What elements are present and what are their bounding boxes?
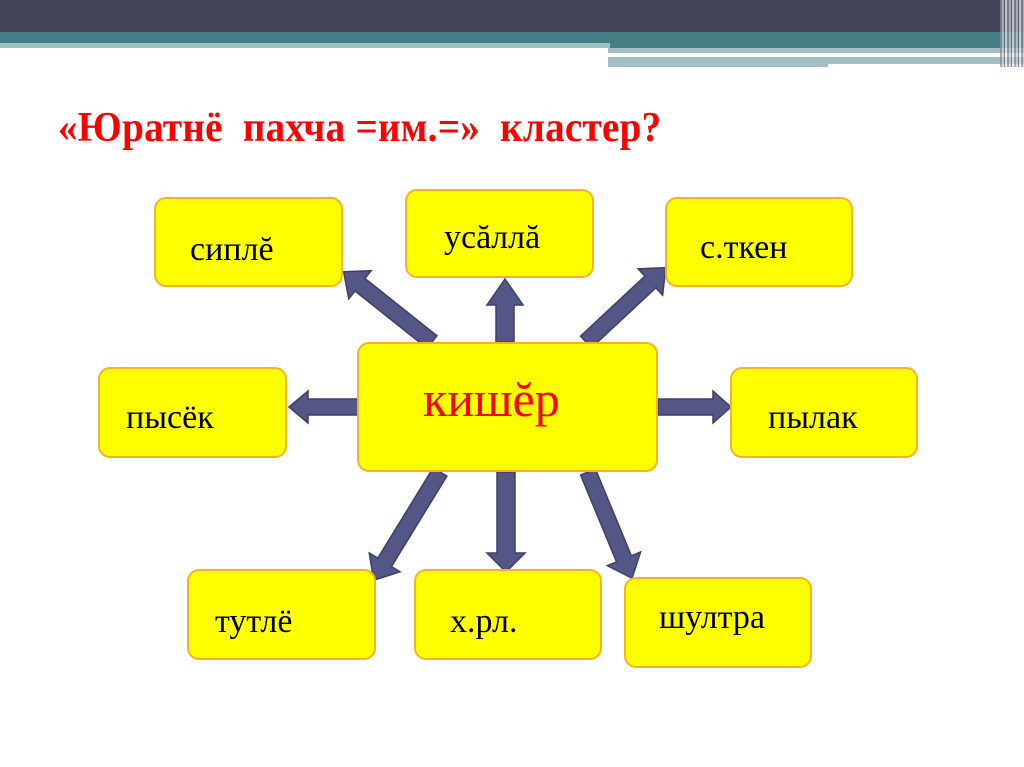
node-bottom-center[interactable]: х.рл. <box>414 569 602 660</box>
node-top-right[interactable]: с.ткен <box>665 197 853 287</box>
header-right-stripes <box>1000 0 1024 67</box>
header-light-strip-lower <box>608 57 1024 67</box>
node-label: с.ткен <box>700 229 788 266</box>
header-white-notch <box>828 64 1024 68</box>
arrow-down-icon <box>485 471 527 574</box>
arrow-up-right-icon <box>579 266 667 349</box>
arrow-up-icon <box>485 277 525 343</box>
node-label: х.рл. <box>450 603 518 640</box>
header-white-line <box>608 53 970 57</box>
arrow-right-icon <box>657 389 733 425</box>
node-bottom-left[interactable]: тутлё <box>187 569 376 660</box>
header-light-strip-left <box>0 43 610 48</box>
node-middle-left[interactable]: пысёк <box>98 367 287 458</box>
slide-title: «Юратнё пахча =им.=» кластер? <box>58 105 662 151</box>
arrow-left-icon <box>287 389 359 425</box>
header-light-strip-right <box>608 48 1024 53</box>
node-top-center[interactable]: усăллă <box>405 189 594 278</box>
node-label: тутлё <box>215 603 293 640</box>
arrow-down-left-icon <box>368 466 448 582</box>
node-label: шултра <box>659 599 766 636</box>
arrow-down-right-icon <box>579 467 642 580</box>
node-label: сиплĕ <box>190 231 274 268</box>
header-dark-band <box>0 0 1024 32</box>
node-top-left[interactable]: сиплĕ <box>154 197 343 287</box>
node-label: усăллă <box>444 219 541 256</box>
node-bottom-right[interactable]: шултра <box>624 577 812 668</box>
node-label: пысёк <box>126 399 214 436</box>
center-label: кишĕр <box>423 371 560 427</box>
arrow-up-left-icon <box>342 269 439 350</box>
node-center[interactable]: кишĕр <box>357 342 658 472</box>
node-middle-right[interactable]: пылак <box>730 367 918 458</box>
node-label: пылак <box>768 399 858 436</box>
